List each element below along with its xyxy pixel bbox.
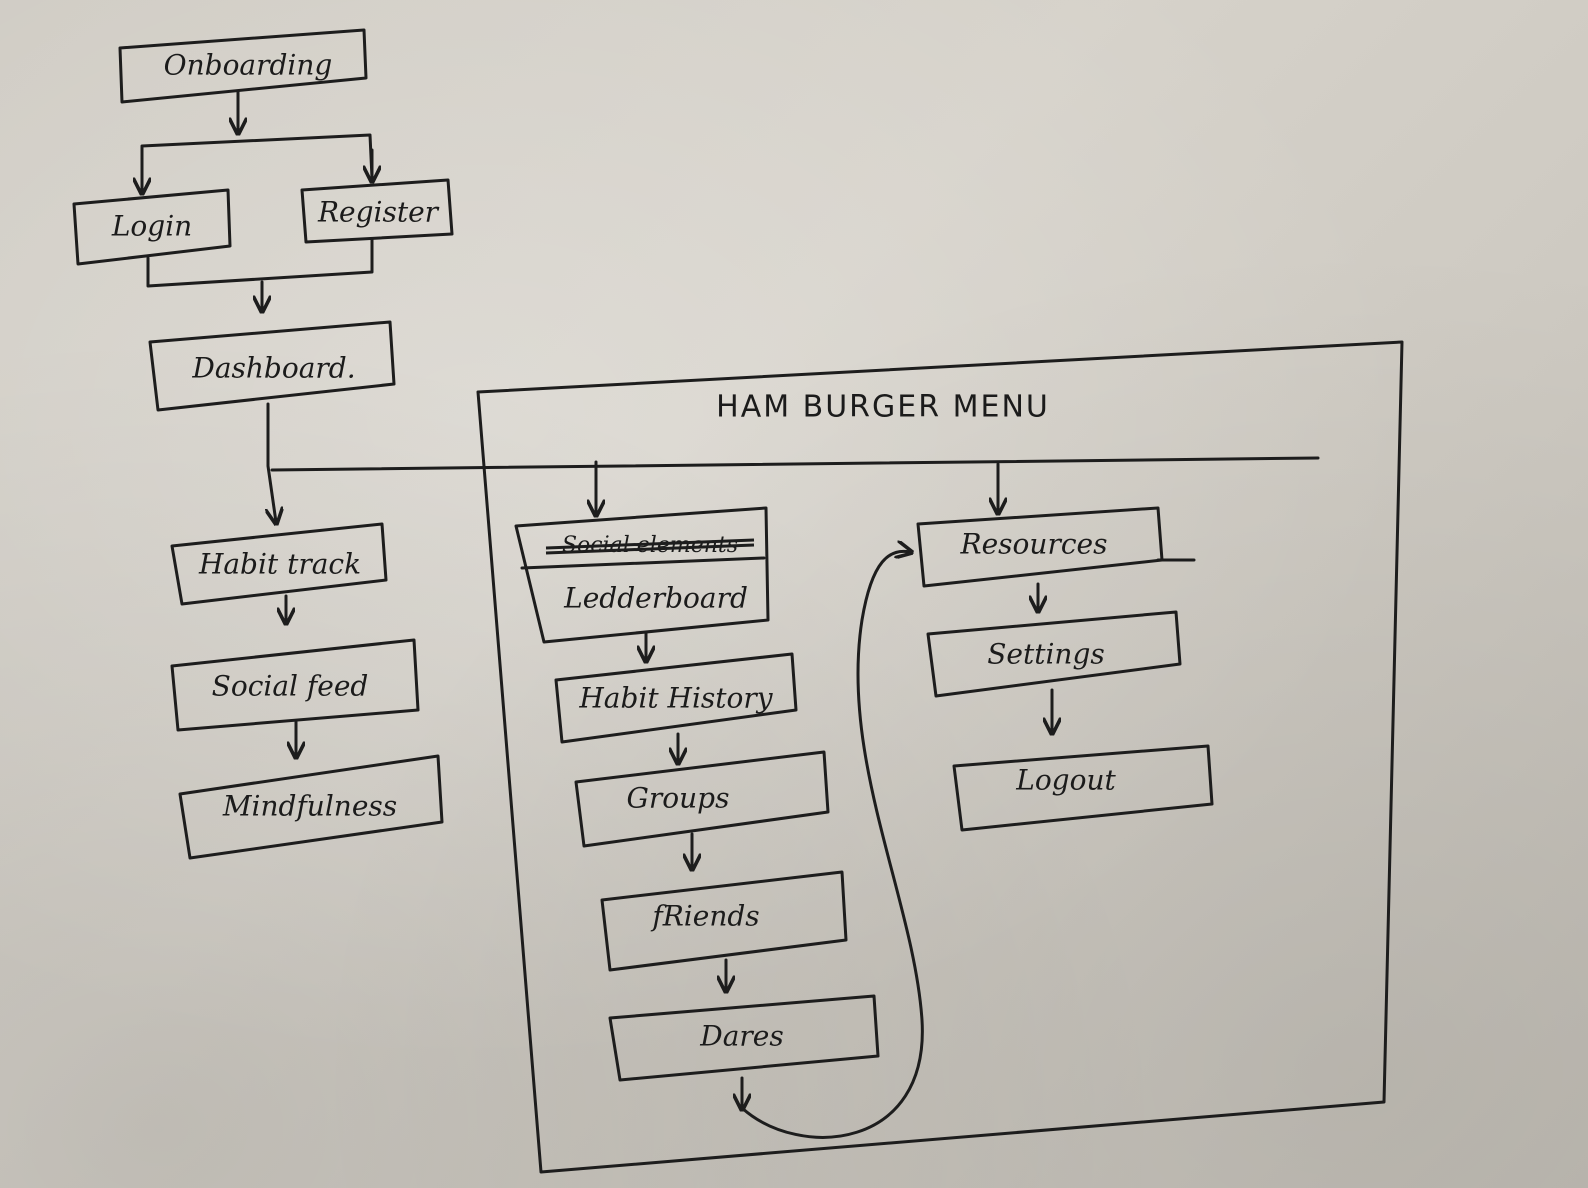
node-social-feed-label: Social feed <box>212 670 369 703</box>
node-login-label: Login <box>111 210 192 243</box>
node-onboarding-label: Onboarding <box>164 49 333 82</box>
node-friends-label: fRiends <box>650 900 759 933</box>
node-mindfulness: Mindfulness <box>178 754 444 860</box>
node-dashboard: Dashboard. <box>148 320 396 412</box>
node-resources: Resources <box>916 506 1196 588</box>
node-dashboard-label: Dashboard. <box>191 352 355 385</box>
node-groups: Groups <box>574 750 830 848</box>
node-settings: Settings <box>926 610 1182 698</box>
node-groups-label: Groups <box>627 782 730 815</box>
node-habit-history: Habit History <box>554 652 798 744</box>
node-register: Register <box>300 178 454 244</box>
hamburger-menu-divider <box>270 456 1320 472</box>
connector-merge-to-dashboard <box>146 238 374 288</box>
node-login: Login <box>72 188 232 266</box>
node-leaderboard: Social elements Ledderboard <box>514 506 770 644</box>
node-habit-track-label: Habit track <box>198 548 361 581</box>
node-habit-history-label: Habit History <box>578 682 773 715</box>
strikethrough-line <box>545 538 755 550</box>
leaderboard-inner-divider <box>520 556 766 570</box>
node-social-feed: Social feed <box>170 638 420 732</box>
node-friends: fRiends <box>600 870 848 972</box>
node-mindfulness-label: Mindfulness <box>222 790 397 823</box>
node-onboarding: Onboarding <box>118 28 368 104</box>
connector-split-login-register <box>140 133 374 194</box>
hamburger-menu-frame: HAM BURGER MENU <box>270 340 1404 1174</box>
node-logout: Logout <box>952 744 1214 832</box>
node-register-label: Register <box>317 196 440 229</box>
node-settings-label: Settings <box>987 638 1105 671</box>
node-resources-label: Resources <box>960 528 1108 561</box>
hamburger-menu-title: HAM BURGER MENU <box>716 390 1050 425</box>
arrow-to-habit-track <box>268 402 276 522</box>
node-leaderboard-label: Ledderboard <box>563 582 748 615</box>
arrow-loop-to-resources <box>740 551 924 1139</box>
node-dares: Dares <box>608 994 880 1082</box>
node-logout-label: Logout <box>1015 764 1116 797</box>
node-habit-track: Habit track <box>170 522 388 606</box>
node-dares-label: Dares <box>699 1020 783 1053</box>
